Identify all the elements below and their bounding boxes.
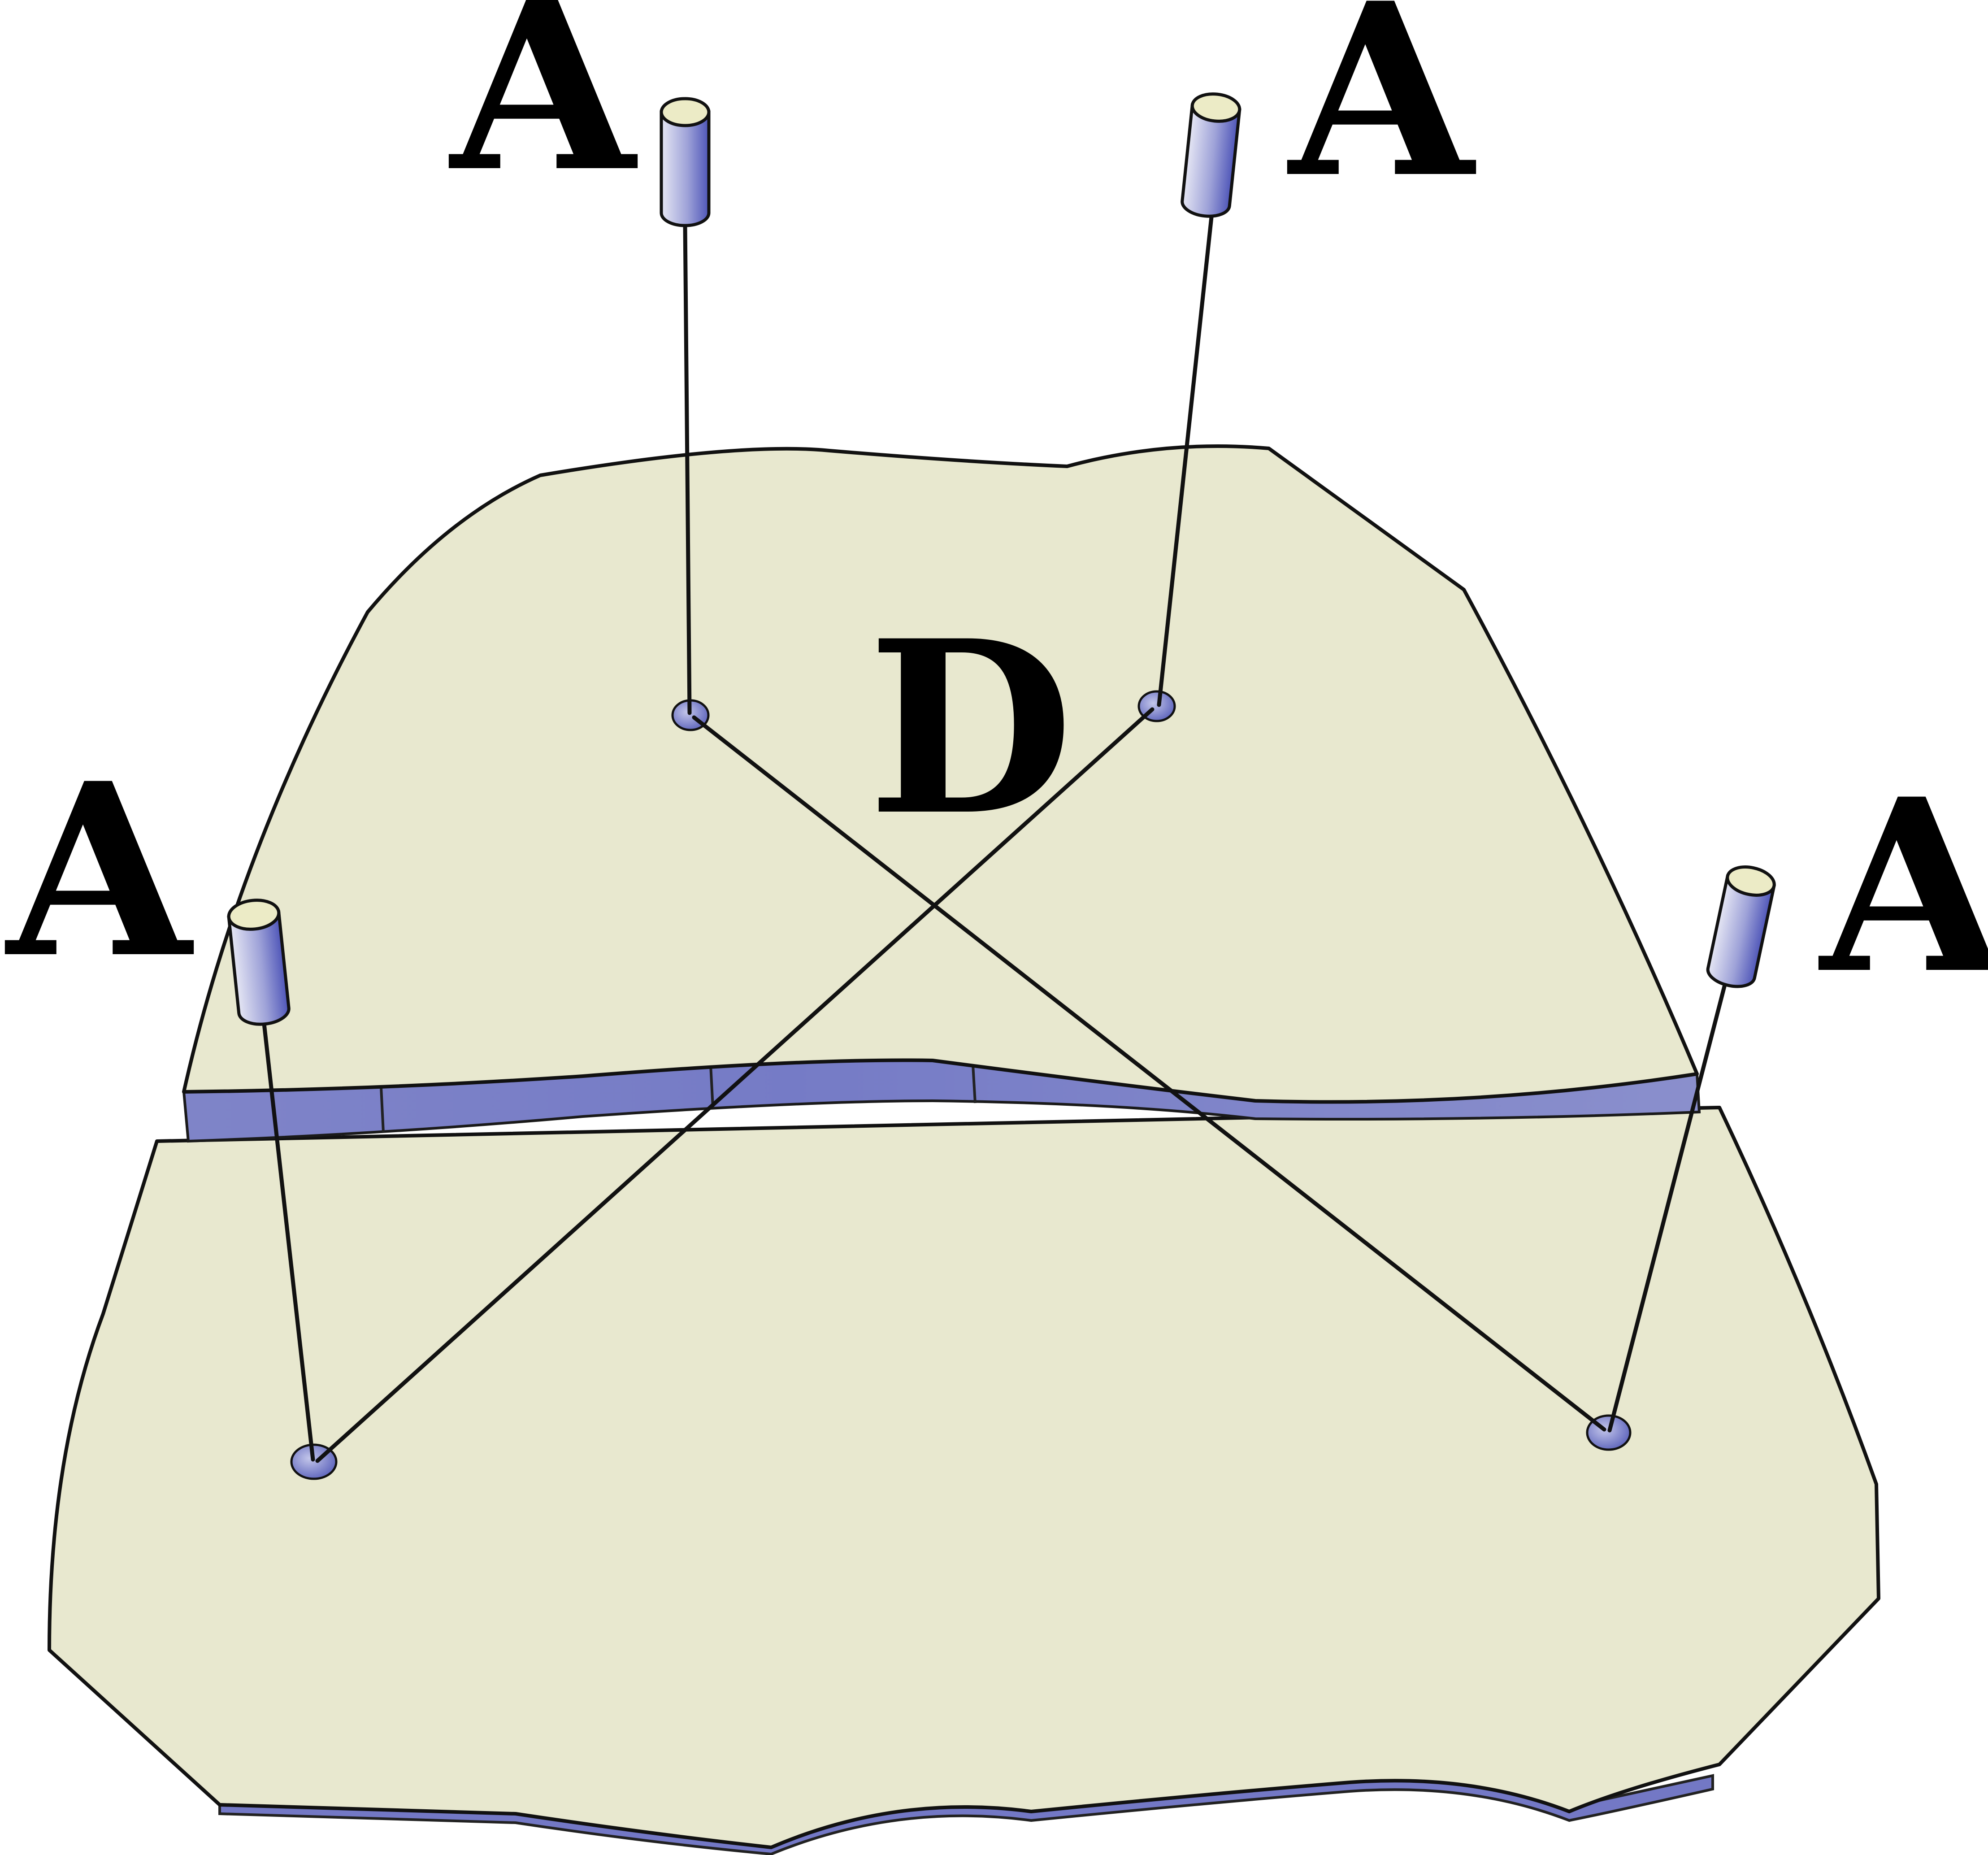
string-cross-1 [692, 715, 1606, 1432]
edge-seam [380, 1087, 385, 1133]
probe-cylinder-left [227, 899, 291, 1026]
edge-seam [972, 1064, 977, 1103]
label-a-right: A [1817, 747, 1988, 1026]
label-a-top-right: A [1285, 0, 1479, 230]
string-cross-2 [315, 707, 1155, 1463]
probe-cylinder-right [1706, 865, 1776, 988]
probe-cylinder-top-left [660, 97, 711, 227]
upper-plate [182, 444, 1699, 1104]
label-a-top-left: A [447, 0, 640, 224]
probe-wire-top-left [683, 222, 692, 715]
probe-wire-top-right [1157, 211, 1214, 707]
probe-cylinder-top-right [1181, 92, 1241, 218]
probe-wire-right [1607, 984, 1727, 1433]
probe-wire-left [261, 1013, 315, 1462]
edge-seam [709, 1064, 714, 1108]
label-d-center: D [868, 588, 1074, 868]
label-a-left: A [3, 731, 196, 1010]
